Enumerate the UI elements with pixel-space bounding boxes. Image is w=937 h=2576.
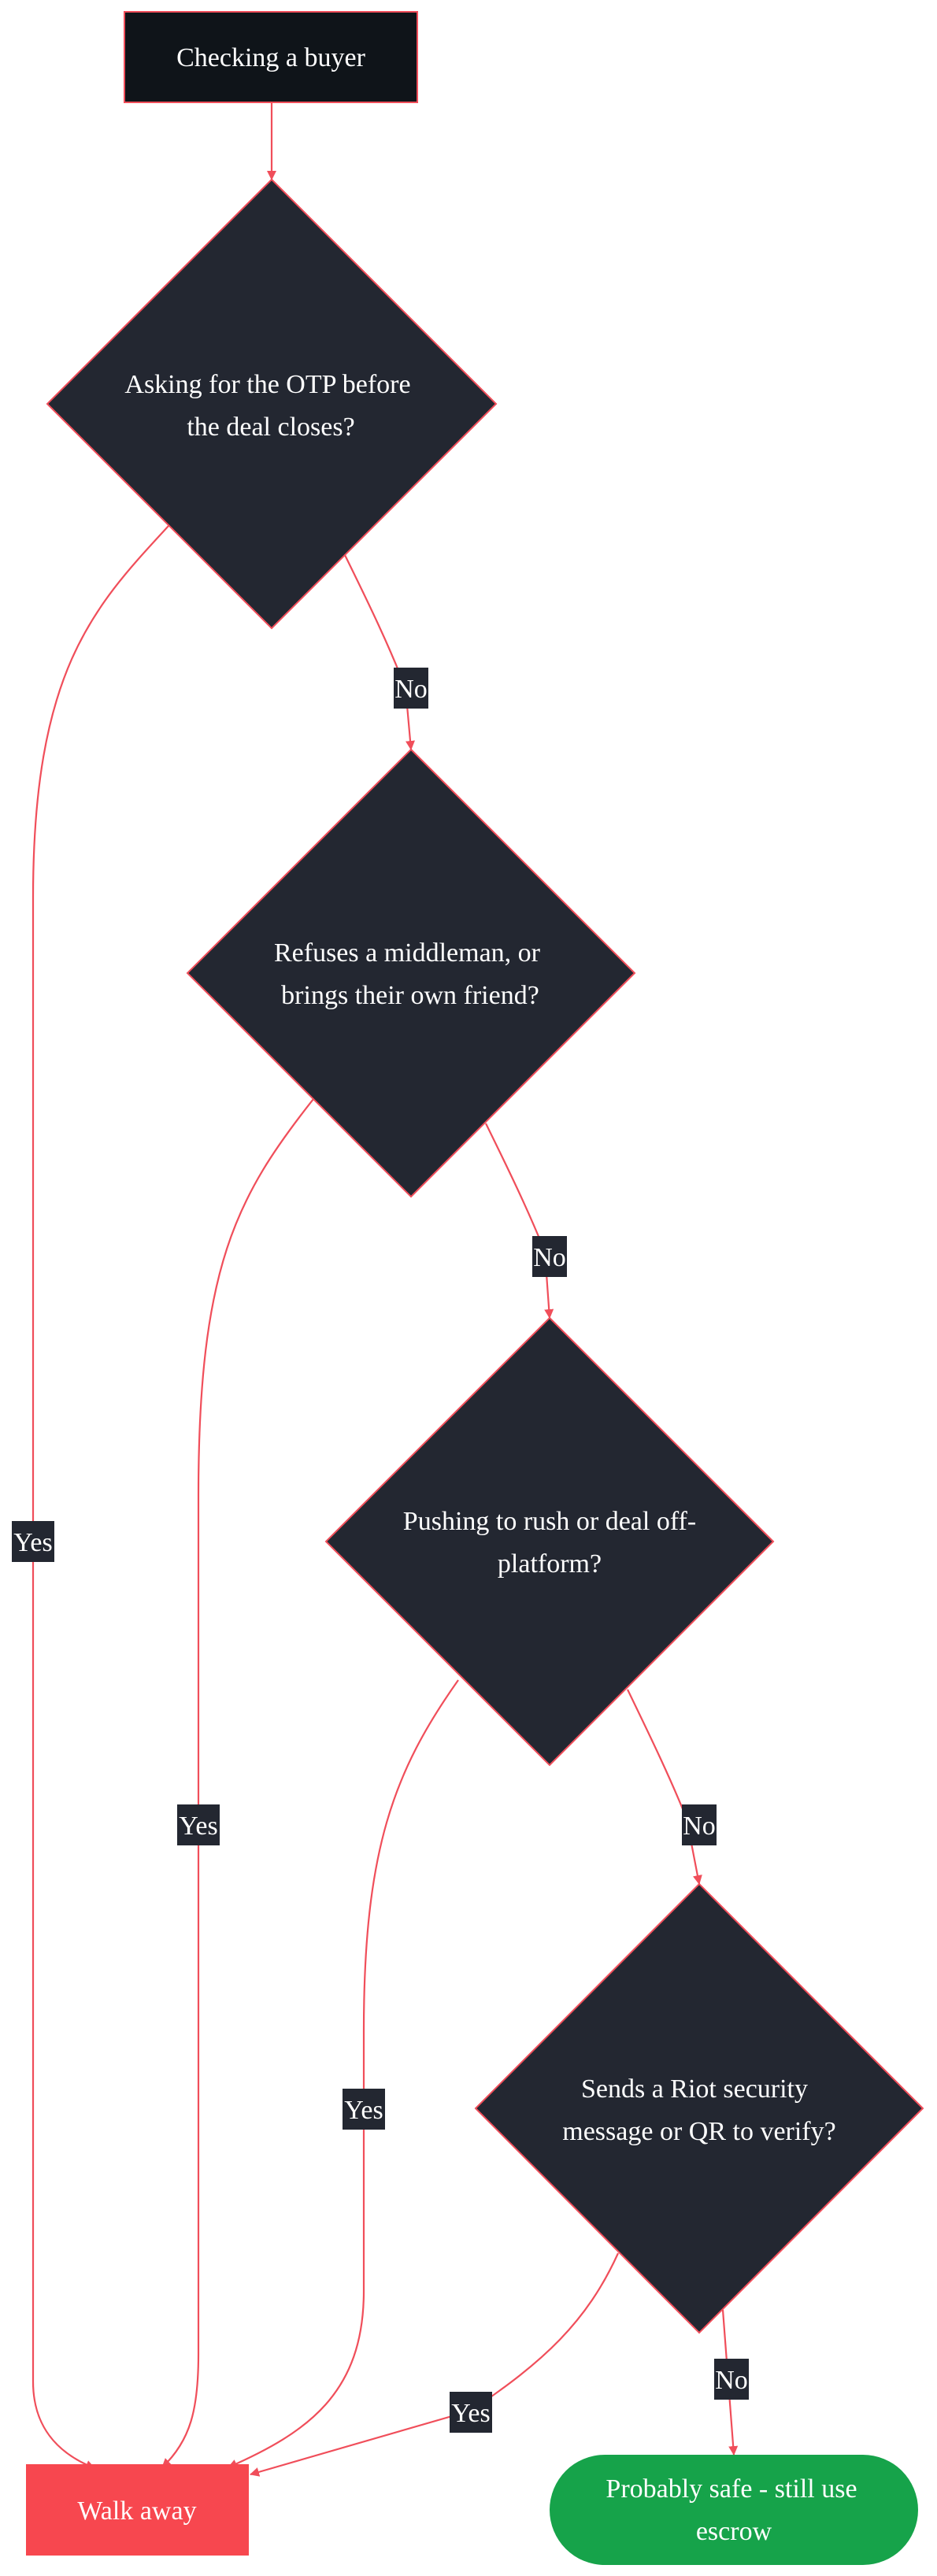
decision-rush-diamond	[324, 1316, 775, 1767]
label-q4-no: No	[714, 2359, 749, 2400]
decision-rush-line1: Pushing to rush or deal off-	[403, 1507, 696, 1536]
decision-otp-diamond	[46, 178, 498, 630]
label-q2-yes: Yes	[177, 1804, 220, 1845]
decision-rush: Pushing to rush or deal off- platform?	[324, 1316, 775, 1767]
label-q1-no: No	[394, 668, 428, 709]
decision-middleman-line2: brings their own friend?	[281, 981, 539, 1010]
start-label: Checking a buyer	[176, 43, 365, 72]
label-q2-no-text: No	[533, 1243, 566, 1272]
decision-middleman: Refuses a middleman, or brings their own…	[186, 748, 636, 1198]
decision-otp-line1: Asking for the OTP before	[124, 370, 410, 399]
decision-security-message-diamond	[474, 1882, 924, 2334]
decision-security-message-line2: message or QR to verify?	[562, 2117, 835, 2146]
edge-q4-yes	[250, 2252, 620, 2477]
decision-rush-line2: platform?	[498, 1549, 602, 1579]
probably-safe-line2: escrow	[696, 2517, 772, 2546]
decision-security-message-line1: Sends a Riot security	[581, 2074, 808, 2104]
probably-safe-line1: Probably safe - still use	[606, 2474, 857, 2504]
label-q3-yes-text: Yes	[344, 2096, 383, 2125]
label-q2-yes-text: Yes	[179, 1812, 217, 1841]
label-q1-no-text: No	[394, 675, 428, 704]
label-q4-no-text: No	[715, 2366, 748, 2395]
decision-middleman-line1: Refuses a middleman, or	[274, 938, 541, 968]
edge-q2-yes	[161, 1098, 314, 2468]
node-probably-safe: Probably safe - still use escrow	[550, 2455, 918, 2565]
label-q4-yes: Yes	[450, 2392, 492, 2433]
probably-safe-pill	[550, 2455, 918, 2565]
label-q2-no: No	[532, 1236, 567, 1277]
edges	[31, 102, 739, 2477]
edge-q3-yes	[228, 1679, 459, 2469]
decision-otp: Asking for the OTP before the deal close…	[46, 178, 498, 630]
walk-away-box	[26, 2464, 249, 2556]
edge-labels: No Yes No Yes No Yes No Yes	[12, 668, 749, 2433]
node-start: Checking a buyer	[124, 11, 418, 103]
label-q3-no-text: No	[683, 1812, 716, 1841]
decision-middleman-diamond	[186, 748, 636, 1198]
decision-otp-line2: the deal closes?	[187, 413, 354, 442]
label-q3-no: No	[682, 1804, 717, 1845]
label-q4-yes-text: Yes	[451, 2399, 490, 2428]
node-walk-away: Walk away	[26, 2464, 249, 2556]
label-q1-yes: Yes	[12, 1521, 54, 1562]
decision-security-message: Sends a Riot security message or QR to v…	[474, 1882, 924, 2334]
walk-away-label: Walk away	[77, 2496, 196, 2526]
edge-q2-no	[485, 1123, 554, 1319]
label-q1-yes-text: Yes	[13, 1528, 52, 1557]
edge-q3-no	[627, 1689, 702, 1885]
edge-q1-yes	[31, 525, 169, 2470]
start-box	[124, 11, 418, 103]
edge-q1-no	[344, 554, 415, 750]
label-q3-yes: Yes	[343, 2089, 385, 2130]
